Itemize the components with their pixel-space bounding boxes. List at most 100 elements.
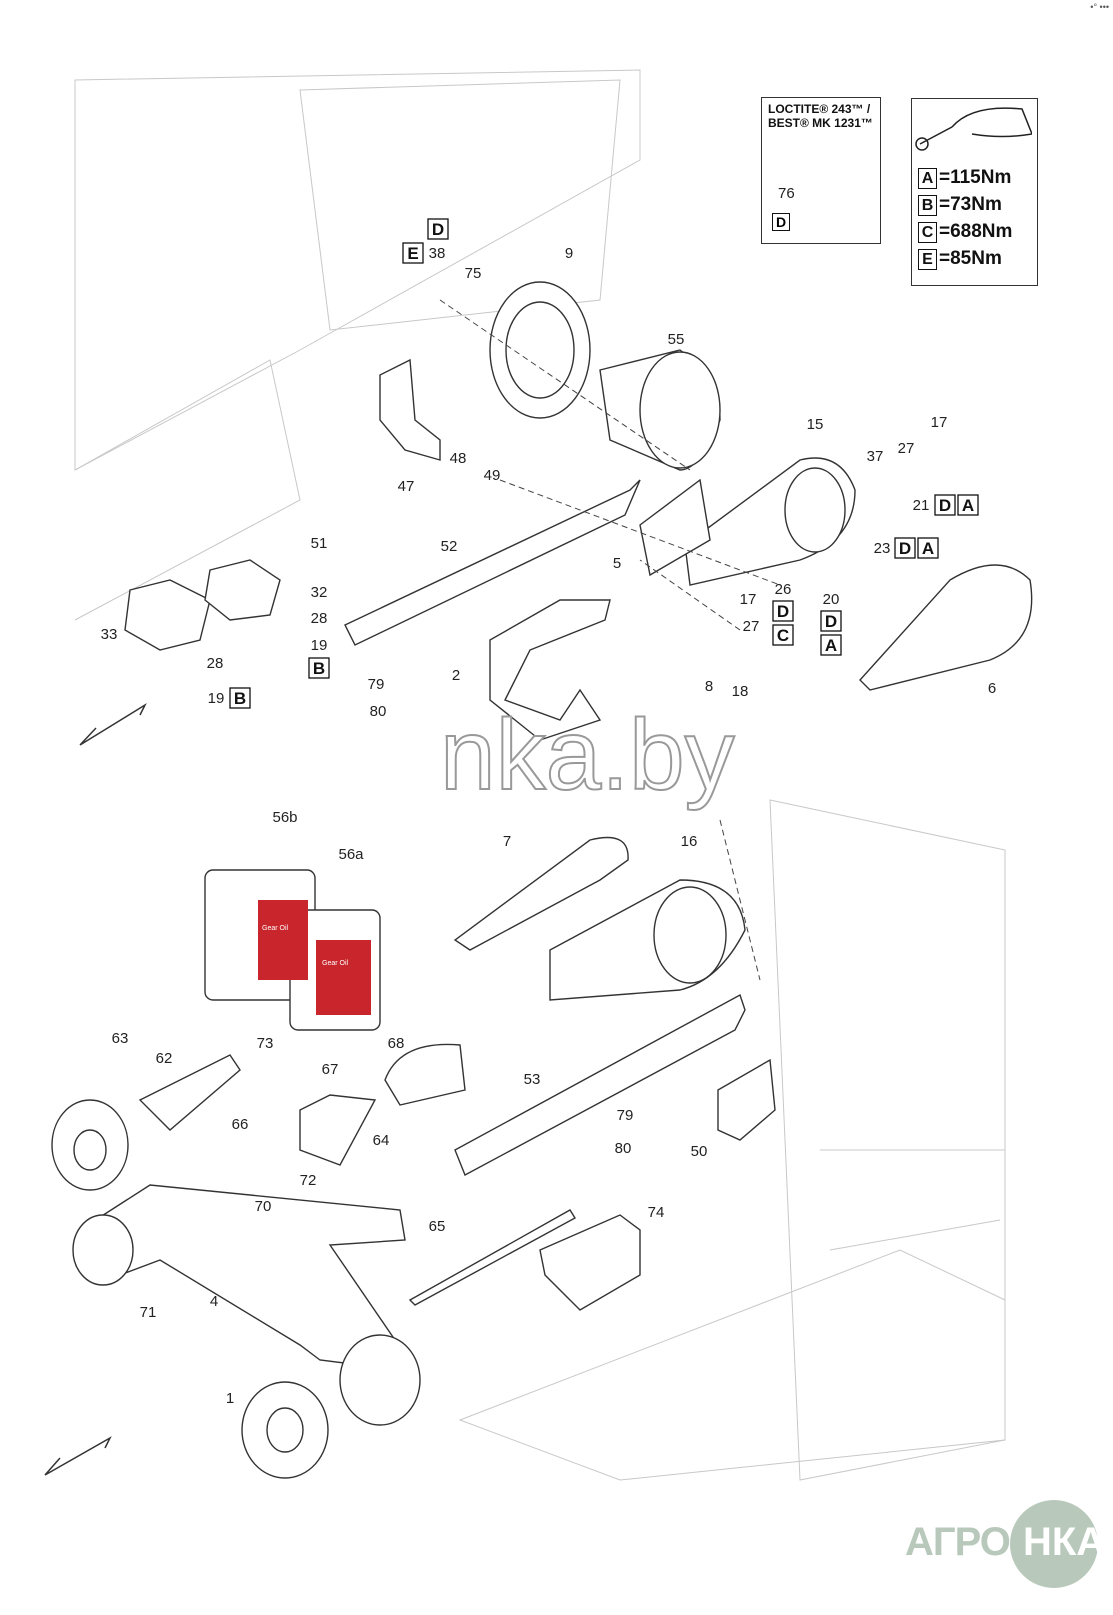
code-box-letter: A bbox=[825, 636, 837, 655]
part-label: 7 bbox=[503, 833, 511, 850]
part-label: 6 bbox=[988, 680, 996, 697]
part-label: 37 bbox=[867, 448, 884, 465]
part-label: 48 bbox=[450, 450, 467, 467]
part-label: 2 bbox=[452, 667, 460, 684]
direction-arrow-bottom bbox=[44, 1436, 112, 1476]
plate-5 bbox=[639, 478, 711, 577]
chain-2 bbox=[489, 599, 611, 741]
code-box: D bbox=[894, 537, 916, 559]
part-label: 79 bbox=[617, 1107, 634, 1124]
code-box-letter: D bbox=[899, 539, 911, 558]
bracket-50 bbox=[717, 1058, 776, 1141]
part-label: 16 bbox=[681, 833, 698, 850]
watermark: nka.by bbox=[439, 699, 736, 811]
part-label: 47 bbox=[398, 478, 415, 495]
code-box-letter: D bbox=[432, 220, 444, 239]
part-label: 74 bbox=[648, 1204, 665, 1221]
part-label: 50 bbox=[691, 1143, 708, 1160]
part-label: 52 bbox=[441, 538, 458, 555]
loctite-title-2: BEST® MK 1231™ bbox=[768, 116, 873, 130]
code-box-letter: A bbox=[922, 539, 934, 558]
logo-right: НКА bbox=[1023, 1520, 1106, 1564]
code-box: A bbox=[917, 537, 939, 559]
part-label: 28 bbox=[311, 610, 328, 627]
torque-key: E bbox=[918, 248, 937, 270]
part-label: 63 bbox=[112, 1030, 129, 1047]
part-label: 20 bbox=[823, 591, 840, 608]
part-label: 80 bbox=[370, 703, 387, 720]
torque-key: C bbox=[918, 221, 937, 243]
rail-53 bbox=[454, 993, 746, 1176]
roller-33 bbox=[124, 579, 211, 651]
part-label: 27 bbox=[898, 440, 915, 457]
code-box-letter: B bbox=[313, 659, 325, 678]
code-box: A bbox=[957, 494, 979, 516]
code-box-letter: D bbox=[825, 612, 837, 631]
bracket-47 bbox=[379, 358, 441, 461]
part-label: 17 bbox=[740, 591, 757, 608]
part-label: 15 bbox=[807, 416, 824, 433]
agronka-logo: АГРО НКА bbox=[905, 1500, 1110, 1590]
part-label: 19 bbox=[208, 690, 225, 707]
part-label: 71 bbox=[140, 1304, 157, 1321]
part-label: 38 bbox=[429, 245, 446, 262]
part-label: 70 bbox=[255, 1198, 272, 1215]
loctite-panel: LOCTITE® 243™ /BEST® MK 1231™ 76 D bbox=[761, 97, 881, 244]
loctite-code: D bbox=[772, 213, 790, 231]
part-label: 75 bbox=[465, 265, 482, 282]
code-box: C bbox=[772, 624, 794, 646]
part-label: 18 bbox=[732, 683, 749, 700]
code-box-letter: E bbox=[407, 244, 418, 263]
rail-52 bbox=[344, 479, 641, 646]
code-box: E bbox=[402, 242, 424, 264]
part-label: 68 bbox=[388, 1035, 405, 1052]
background-frame-ghost bbox=[74, 69, 1006, 1481]
guard-74 bbox=[539, 1214, 641, 1311]
parts-shapes bbox=[44, 281, 1033, 1479]
cover-6 bbox=[859, 564, 1033, 691]
part-label: 64 bbox=[373, 1132, 390, 1149]
code-box: A bbox=[820, 634, 842, 656]
torque-key: A bbox=[918, 167, 937, 189]
torque-value: =688Nm bbox=[939, 221, 1013, 242]
code-box: D bbox=[427, 218, 449, 240]
part-label: 80 bbox=[615, 1140, 632, 1157]
part-label: 79 bbox=[368, 676, 385, 693]
part-label: 19 bbox=[311, 637, 328, 654]
code-box-letter: A bbox=[962, 496, 974, 515]
logo-left: АГРО bbox=[905, 1520, 1011, 1564]
code-box: D bbox=[772, 600, 794, 622]
part-label: 9 bbox=[565, 245, 573, 262]
part-label: 56a bbox=[338, 846, 364, 863]
part-label: 62 bbox=[156, 1050, 173, 1067]
torque-key: B bbox=[918, 194, 937, 216]
code-box-letter: D bbox=[777, 602, 789, 621]
code-box: D bbox=[820, 610, 842, 632]
code-box-letter: C bbox=[777, 626, 789, 645]
part-label: 1 bbox=[226, 1390, 234, 1407]
part-label: 51 bbox=[311, 535, 328, 552]
direction-arrow-top bbox=[79, 702, 147, 746]
part-label: 21 bbox=[913, 497, 930, 514]
part-label: 53 bbox=[524, 1071, 541, 1088]
part-label: 66 bbox=[232, 1116, 249, 1133]
torque-value: =73Nm bbox=[939, 194, 1002, 215]
part-label: 23 bbox=[874, 540, 891, 557]
wrench-hand-icon bbox=[915, 107, 1032, 151]
tensioner-65 bbox=[408, 1209, 576, 1306]
part-label: 5 bbox=[613, 555, 621, 572]
code-box: B bbox=[308, 657, 330, 679]
part-label: 17 bbox=[931, 414, 948, 431]
torque-value: =85Nm bbox=[939, 248, 1002, 269]
oil-label: Gear Oil bbox=[262, 925, 289, 932]
torque-panel: A=115Nm B=73Nm C=688Nm E=85Nm bbox=[911, 98, 1038, 286]
part-label: 33 bbox=[101, 626, 118, 643]
part-label: 55 bbox=[668, 331, 685, 348]
cover-7 bbox=[453, 836, 629, 951]
part-label: 8 bbox=[705, 678, 713, 695]
part-label: 73 bbox=[257, 1035, 274, 1052]
code-box: B bbox=[229, 687, 251, 709]
